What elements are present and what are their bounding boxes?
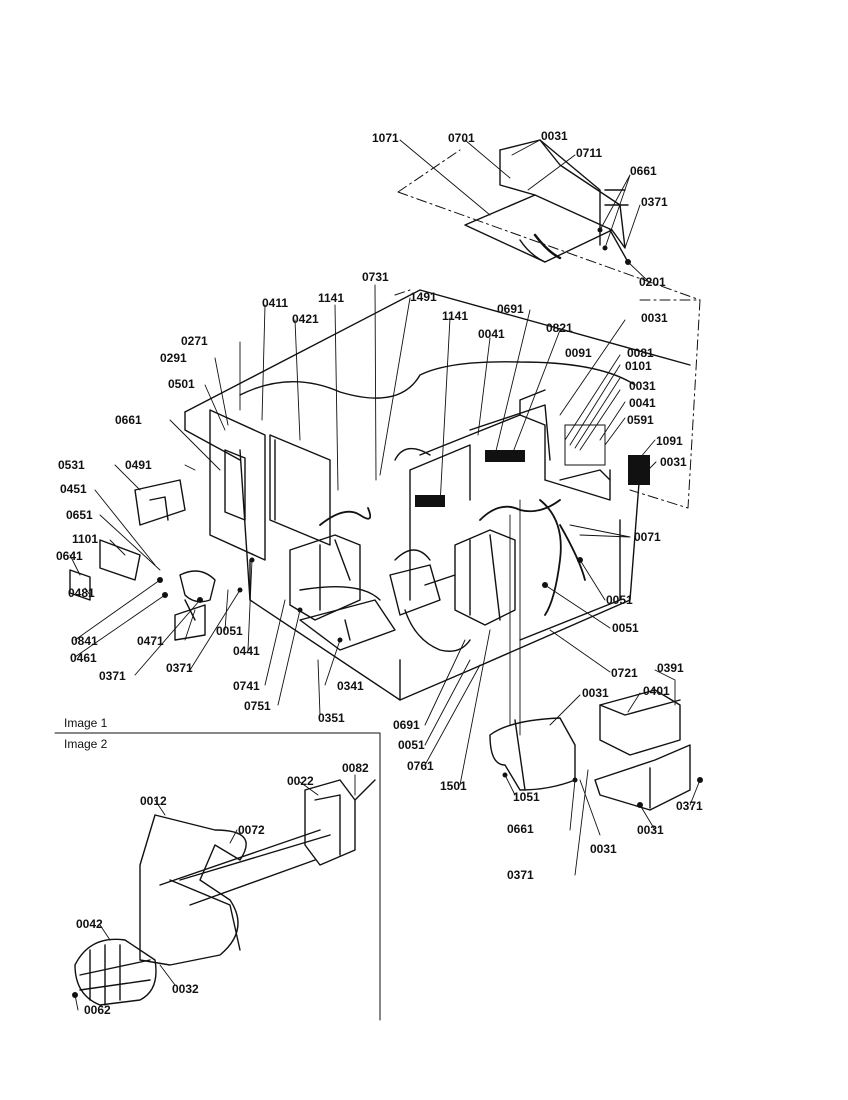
callout-label: 0022 — [287, 774, 314, 788]
callout-label: 0012 — [140, 794, 167, 808]
callout-label: 0051 — [398, 738, 425, 752]
callout-label: 0351 — [318, 711, 345, 725]
callout-label: 0071 — [634, 530, 661, 544]
callout-label: 0531 — [58, 458, 85, 472]
fasteners — [72, 227, 703, 998]
callout-label: 0401 — [643, 684, 670, 698]
callout-label: 0501 — [168, 377, 195, 391]
callout-label: 0371 — [641, 195, 668, 209]
main-cabinet — [184, 289, 691, 701]
transformer-left — [289, 534, 396, 651]
callout-label: 0821 — [546, 321, 573, 335]
callout-label: 1071 — [372, 131, 399, 145]
callout-label: 0072 — [238, 823, 265, 837]
callout-label: 0291 — [160, 351, 187, 365]
blower-assembly — [74, 779, 376, 1006]
callout-label: 0411 — [262, 296, 289, 310]
callout-label: 0481 — [68, 586, 95, 600]
callout-label: 0341 — [337, 679, 364, 693]
callout-label: 0661 — [115, 413, 142, 427]
callout-label: 0041 — [629, 396, 656, 410]
callout-label: 0371 — [507, 868, 534, 882]
callout-label: 0741 — [233, 679, 260, 693]
callout-label: 0691 — [393, 718, 420, 732]
callout-leaders — [69, 139, 701, 876]
callout-label: 0371 — [99, 669, 126, 683]
callout-label: 0391 — [657, 661, 684, 675]
callout-label: 0841 — [71, 634, 98, 648]
callout-label: 0651 — [66, 508, 93, 522]
lower-right-covers — [489, 689, 691, 811]
guide-lines — [394, 149, 701, 509]
callout-label: 0441 — [233, 644, 260, 658]
callout-label: 1501 — [440, 779, 467, 793]
callout-label: 0032 — [172, 982, 199, 996]
callout-label: 0051 — [612, 621, 639, 635]
transformer-right — [454, 529, 516, 626]
callout-label: 0271 — [181, 334, 208, 348]
callout-label: 0042 — [76, 917, 103, 931]
top-cover-assembly — [464, 139, 629, 263]
callout-label: 0491 — [125, 458, 152, 472]
image-2-caption: Image 2 — [64, 737, 108, 751]
callout-label: 0031 — [582, 686, 609, 700]
callout-label: 0731 — [362, 270, 389, 284]
callout-label: 0371 — [676, 799, 703, 813]
callout-label: 0051 — [216, 624, 243, 638]
callout-label: 1491 — [410, 290, 437, 304]
callout-label: 0591 — [627, 413, 654, 427]
image-1-caption: Image 1 — [64, 716, 108, 730]
callout-label: 0082 — [342, 761, 369, 775]
image-two-frame — [54, 732, 381, 1021]
magnetron — [389, 549, 471, 652]
callout-label: 0031 — [637, 823, 664, 837]
callout-label: 1141 — [318, 291, 345, 305]
callout-label: 0081 — [627, 346, 654, 360]
callout-label: 0451 — [60, 482, 87, 496]
callout-label: 1141 — [442, 309, 469, 323]
callout-label: 0041 — [478, 327, 505, 341]
callout-label: 0371 — [166, 661, 193, 675]
callout-label: 0761 — [407, 759, 434, 773]
callout-label: 0031 — [629, 379, 656, 393]
callout-label: 0661 — [507, 822, 534, 836]
callout-label: 1101 — [72, 532, 99, 546]
callout-label: 0031 — [541, 129, 568, 143]
callout-label: 0641 — [56, 549, 83, 563]
callout-label: 0701 — [448, 131, 475, 145]
callout-label: 0721 — [611, 666, 638, 680]
callout-label: 0031 — [590, 842, 617, 856]
left-parts — [69, 479, 216, 641]
callout-label: 0661 — [630, 164, 657, 178]
callout-label: 0031 — [641, 311, 668, 325]
callout-label: 0751 — [244, 699, 271, 713]
callout-label: 0461 — [70, 651, 97, 665]
callout-label: 0711 — [576, 146, 603, 160]
callout-label: 0031 — [660, 455, 687, 469]
image-two-leaders — [74, 774, 356, 1011]
callout-label: 0201 — [639, 275, 666, 289]
callout-label: 0421 — [292, 312, 319, 326]
callout-label: 0691 — [497, 302, 524, 316]
callout-label: 0101 — [625, 359, 652, 373]
callout-label: 0471 — [137, 634, 164, 648]
callout-label: 0062 — [84, 1003, 111, 1017]
callout-label: 1051 — [513, 790, 540, 804]
callout-label: 0051 — [606, 593, 633, 607]
control-bracket — [209, 409, 331, 561]
callout-label: 1091 — [656, 434, 683, 448]
callout-label: 0091 — [565, 346, 592, 360]
